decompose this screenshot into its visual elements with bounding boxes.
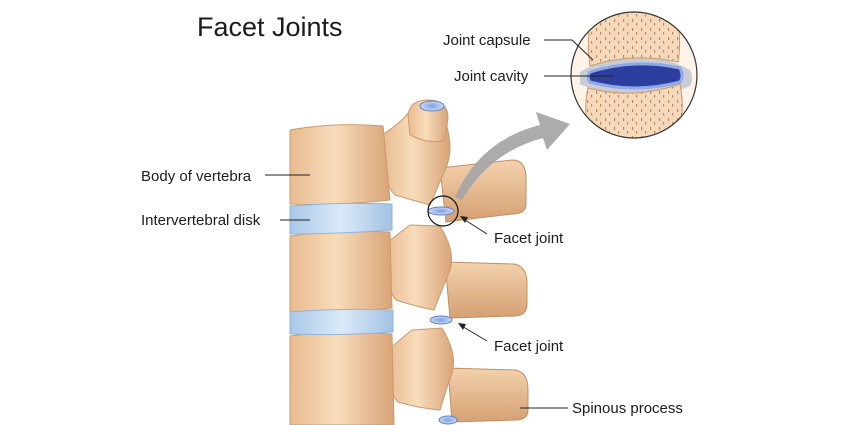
- label-spinous-process: Spinous process: [572, 400, 683, 417]
- facet-joint-highlight-circle: [427, 195, 459, 227]
- inset-upper-bone: [587, 12, 681, 67]
- spinous-process-lower: [447, 367, 529, 423]
- vertebral-body-3: [289, 331, 395, 425]
- facet-joint-disc-upper: [427, 206, 455, 216]
- label-body-of-vertebra: Body of vertebra: [141, 168, 252, 185]
- vertebral-body-1: [289, 124, 391, 205]
- label-facet-joint-upper: Facet joint: [494, 230, 564, 247]
- spinous-process-upper: [439, 159, 527, 223]
- vertebral-body-2: [289, 231, 393, 313]
- label-facet-joint-lower: Facet joint: [494, 338, 564, 355]
- spinous-process-middle: [444, 261, 528, 319]
- label-joint-capsule: Joint capsule: [443, 32, 531, 49]
- label-joint-cavity: Joint cavity: [454, 68, 529, 85]
- lamina-middle: [384, 224, 453, 311]
- leader-lines: [265, 39, 614, 409]
- facet-joint-disc-lower: [429, 315, 453, 325]
- page-title: Facet Joints: [197, 12, 343, 42]
- facet-surface-bottom: [438, 415, 458, 425]
- intervertebral-disk-1: [289, 202, 393, 235]
- magnify-arrow-icon: [455, 112, 570, 200]
- zoom-inset: [570, 11, 698, 139]
- label-intervertebral-disk: Intervertebral disk: [141, 212, 261, 229]
- intervertebral-disk-2: [289, 308, 394, 336]
- lamina-lower: [387, 327, 455, 411]
- joint-cavity-shape: [586, 62, 684, 90]
- facet-surface-top: [419, 100, 445, 112]
- spine-illustration: [289, 99, 529, 425]
